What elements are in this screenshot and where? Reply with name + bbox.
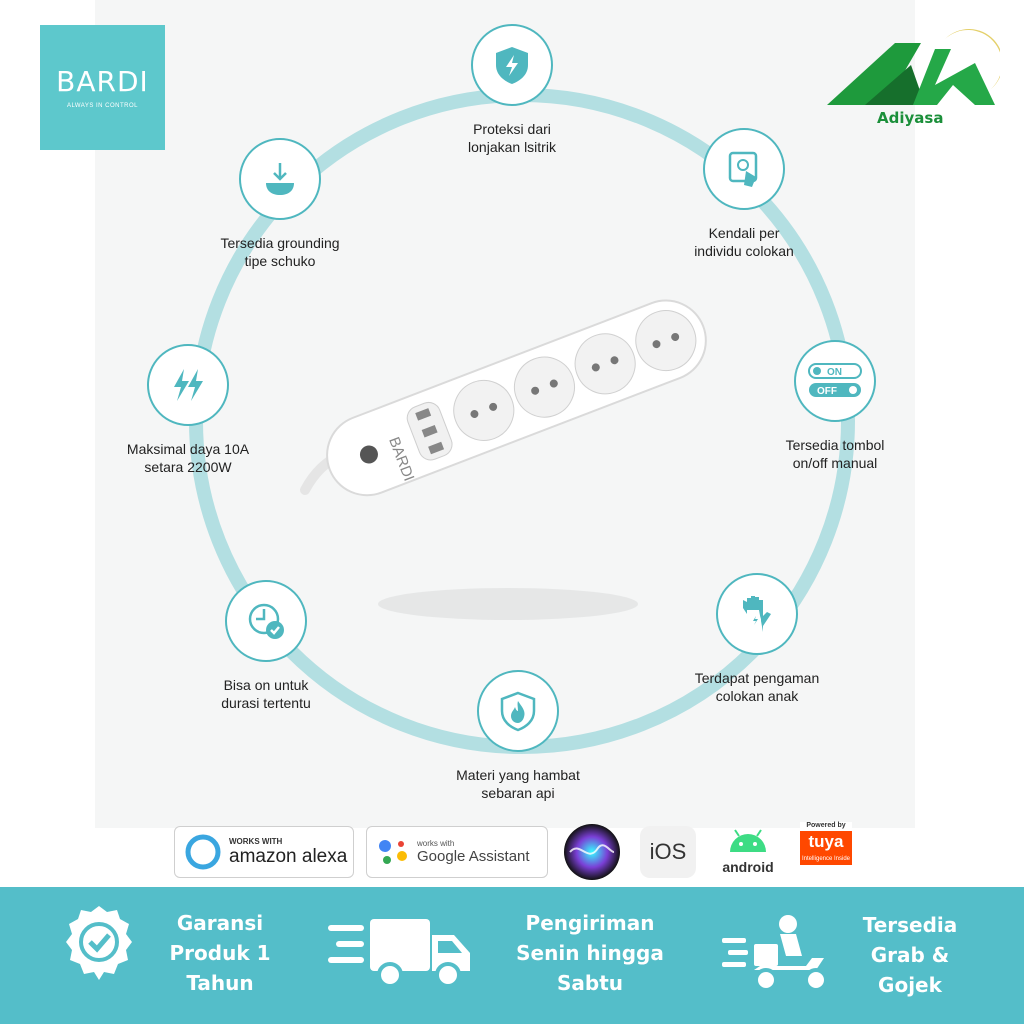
bar-line: Sabtu: [556, 971, 623, 995]
tuya-logo-text: tuya: [800, 831, 852, 853]
warranty-badge-icon: [66, 906, 132, 980]
bardi-logo-tagline: ALWAYS IN CONTROL: [66, 103, 139, 109]
touch-control-icon: [703, 128, 785, 210]
motorbike-courier-icon: [722, 915, 828, 992]
feature-line: Tersedia grounding: [220, 235, 340, 251]
bottom-info-bar: [0, 887, 1024, 1024]
tuya-top-text: Powered by: [806, 822, 846, 829]
on-off-switch-icon: ON OFF: [794, 340, 876, 422]
siri-icon: [564, 824, 620, 880]
bardi-logo: BARDI ALWAYS IN CONTROL: [40, 25, 165, 150]
feature-line: Tersedia tombol: [785, 437, 885, 453]
shipping-text: Pengiriman Senin hingga Sabtu: [510, 908, 670, 998]
feature-fire-retardant: Materi yang hambat sebaran api: [408, 670, 628, 802]
alexa-big-text: amazon alexa: [229, 845, 348, 867]
alexa-small-text: WORKS WITH: [229, 836, 283, 846]
feature-line: Proteksi dari: [473, 121, 551, 137]
bar-line: Pengiriman: [525, 911, 655, 935]
clock-check-icon: [225, 580, 307, 662]
feature-timer: Bisa on untuk durasi tertentu: [156, 580, 376, 712]
fire-shield-icon: [477, 670, 559, 752]
feature-grounding: Tersedia grounding tipe schuko: [170, 138, 390, 270]
feature-individual-control: Kendali per individu colokan: [634, 128, 854, 260]
feature-line: on/off manual: [792, 455, 878, 471]
feature-line: Materi yang hambat: [456, 767, 580, 783]
delivery-truck-icon: [328, 919, 470, 988]
adiyasa-label: Adiyasa: [877, 109, 944, 127]
feature-line: tipe schuko: [244, 253, 316, 269]
feature-max-power: Maksimal daya 10A setara 2200W: [78, 344, 298, 476]
bardi-logo-name: BARDI: [56, 65, 149, 98]
grounding-icon: [239, 138, 321, 220]
shield-lightning-icon: [471, 24, 553, 106]
bar-line: Grab &: [870, 943, 950, 967]
off-label: OFF: [817, 386, 837, 397]
feature-line: setara 2200W: [144, 459, 232, 475]
android-badge: android: [713, 822, 783, 880]
tuya-badge: Powered by tuya Intelligence Inside: [800, 822, 852, 880]
google-small-text: works with: [417, 839, 455, 848]
courier-text: Tersedia Grab & Gojek: [855, 910, 965, 1000]
lightning-bolts-icon: [147, 344, 229, 426]
feature-surge-protection: Proteksi dari lonjakan lsitrik: [402, 24, 622, 156]
bar-line: Senin hingga: [516, 941, 664, 965]
feature-line: durasi tertentu: [221, 695, 311, 711]
power-strip-image: BARDI: [300, 299, 707, 497]
bar-line: Gojek: [878, 973, 942, 997]
google-assistant-badge: works with Google Assistant: [366, 826, 548, 878]
bar-line: Tahun: [186, 971, 254, 995]
ak-logo-icon: [827, 29, 1004, 105]
feature-line: sebaran api: [481, 785, 555, 801]
warranty-text: Garansi Produk 1 Tahun: [160, 908, 280, 998]
feature-line: Terdapat pengaman: [694, 670, 820, 686]
ios-badge: iOS: [640, 826, 696, 878]
feature-line: individu colokan: [694, 243, 794, 259]
feature-child-protection: Terdapat pengaman colokan anak: [647, 573, 867, 705]
bar-line: Garansi: [176, 911, 264, 935]
android-icon: [730, 829, 766, 852]
feature-line: Kendali per: [708, 225, 780, 241]
bar-line: Tersedia: [862, 913, 958, 937]
feature-line: lonjakan lsitrik: [468, 139, 556, 155]
tuya-bottom-text: Intelligence Inside: [800, 853, 852, 865]
feature-line: Bisa on untuk: [223, 677, 309, 693]
bar-line: Produk 1: [169, 941, 271, 965]
google-assistant-icon: [379, 840, 407, 864]
feature-manual-switch: ON OFF Tersedia tombol on/off manual: [725, 340, 945, 472]
alexa-icon: [185, 834, 221, 870]
feature-line: colokan anak: [715, 688, 799, 704]
on-label: ON: [827, 367, 842, 378]
feature-line: Maksimal daya 10A: [126, 441, 250, 457]
ios-text: iOS: [649, 839, 687, 864]
alexa-badge: WORKS WITH amazon alexa: [174, 826, 354, 878]
google-big-text: Google Assistant: [417, 848, 530, 865]
adiyasa-logo: Adiyasa: [825, 25, 1004, 135]
glove-icon: [716, 573, 798, 655]
android-text: android: [722, 859, 774, 875]
